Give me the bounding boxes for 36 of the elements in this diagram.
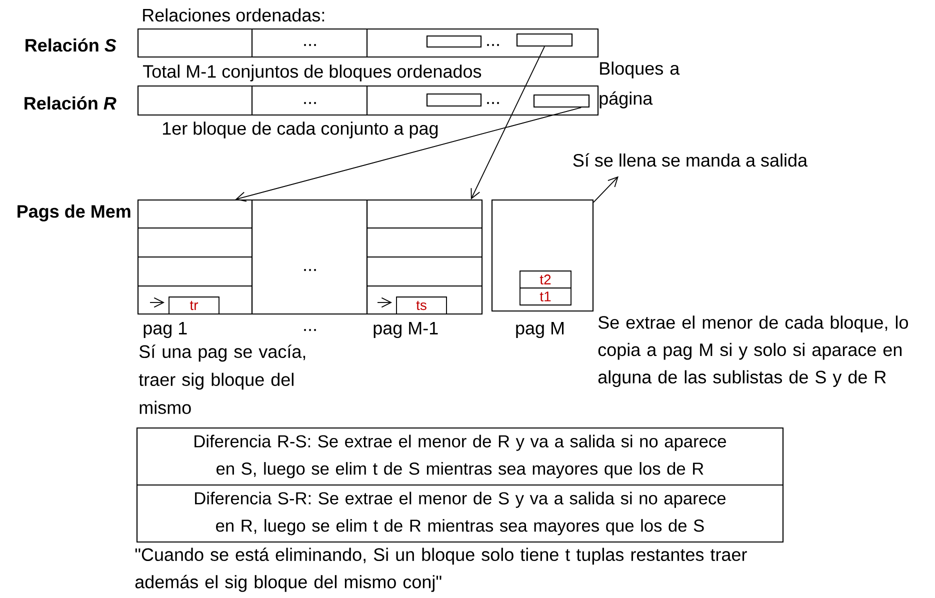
row-label: Relación R <box>24 96 116 110</box>
block-box <box>533 94 590 108</box>
table-row: Diferencia S-R: Se extrae el menor de S y va a salida si no aparece en R, luego se elim t de R mientras sea mayores que los de S <box>136 484 784 543</box>
note-text: Relaciones ordenadas: <box>143 8 324 22</box>
page-label: pag 1 <box>144 322 187 338</box>
ellipsis: ... <box>304 44 316 46</box>
memory-page <box>366 199 483 315</box>
ellipsis: ... <box>487 102 499 104</box>
ellipsis: ... <box>304 102 316 104</box>
tuple-box: t2 <box>520 270 572 288</box>
block-box <box>426 93 482 107</box>
arrow <box>150 297 165 308</box>
note-text: Se extrae el menor de cada bloque, lo copia a pag M si y solo si aparace en alguna de las sublistas de S y de R <box>598 316 908 388</box>
tuple-box: ts <box>396 296 447 314</box>
note-text: Bloques a página <box>600 62 680 108</box>
tuple-box: tr <box>168 296 220 314</box>
ellipsis: ... <box>304 269 316 271</box>
note-text: Sí una pag se vacía, traer sig bloque del mismo <box>138 344 306 414</box>
row-label: Pags de Mem <box>18 204 130 222</box>
ellipsis: ... <box>487 44 499 46</box>
note-text: 1er bloque de cada conjunto a pag <box>163 122 438 138</box>
arrow <box>377 297 392 308</box>
page-label: pag M-1 <box>374 322 438 338</box>
memory-page <box>491 199 594 312</box>
block-box <box>426 35 482 48</box>
arrow <box>593 176 618 203</box>
row-label: Relación S <box>26 38 116 52</box>
page-label: pag M <box>516 322 564 338</box>
note-text: Total M-1 conjuntos de bloques ordenados <box>143 64 482 82</box>
tuple-box: t1 <box>520 288 572 306</box>
table-row: Diferencia R-S: Se extrae el menor de R y va a salida si no aparece en S, luego se elim t de S mientras sea mayores que los de R <box>136 427 784 486</box>
block-box <box>516 33 573 47</box>
memory-page <box>137 199 253 315</box>
ellipsis: ... <box>304 329 316 331</box>
arrow <box>235 107 582 202</box>
note-text: Sí se llena se manda a salida <box>573 153 808 167</box>
